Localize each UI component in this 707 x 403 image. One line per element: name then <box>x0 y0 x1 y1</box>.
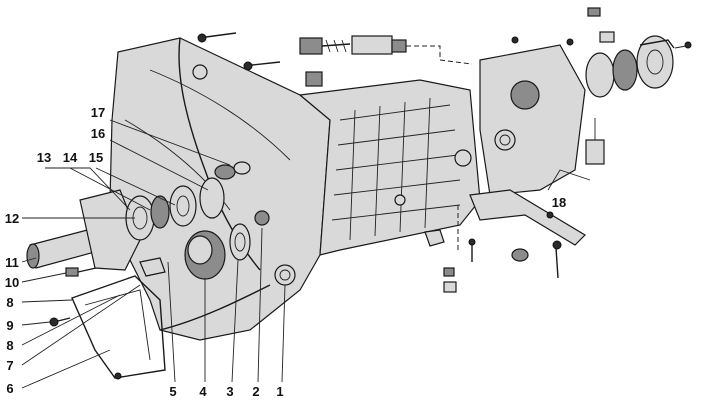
leader-lines <box>21 119 591 389</box>
callout-16: 16 <box>91 126 105 141</box>
callout-8-lower: 8 <box>6 338 13 353</box>
callout-18: 18 <box>552 195 566 210</box>
bolts-left <box>49 267 97 327</box>
bolts-top <box>197 32 574 71</box>
output-assembly <box>585 7 692 165</box>
rear-cover <box>479 44 586 196</box>
mounting-bracket <box>424 189 586 293</box>
callout-9: 9 <box>6 318 13 333</box>
callout-14: 14 <box>63 150 78 165</box>
callout-8-upper: 8 <box>6 295 13 310</box>
callout-15: 15 <box>89 150 103 165</box>
dust-cover <box>71 275 166 380</box>
casing-ribs <box>331 97 461 241</box>
callout-11: 11 <box>5 255 19 270</box>
callout-6: 6 <box>6 381 13 396</box>
front-cover-parts <box>139 210 270 280</box>
callout-10: 10 <box>5 275 19 290</box>
selector-rod <box>299 35 473 65</box>
callout-1: 1 <box>276 384 283 399</box>
callout-labels: 1 2 3 4 5 6 7 8 9 8 10 11 12 13 14 15 16… <box>5 105 566 399</box>
gearbox-casing <box>298 71 481 256</box>
callout-4: 4 <box>199 384 207 399</box>
callout-2: 2 <box>252 384 259 399</box>
callout-12: 12 <box>5 211 19 226</box>
callout-7: 7 <box>6 358 13 373</box>
callout-5: 5 <box>169 384 176 399</box>
callout-13: 13 <box>37 150 51 165</box>
input-shaft-parts <box>26 161 251 271</box>
callout-3: 3 <box>226 384 233 399</box>
callout-17: 17 <box>91 105 105 120</box>
